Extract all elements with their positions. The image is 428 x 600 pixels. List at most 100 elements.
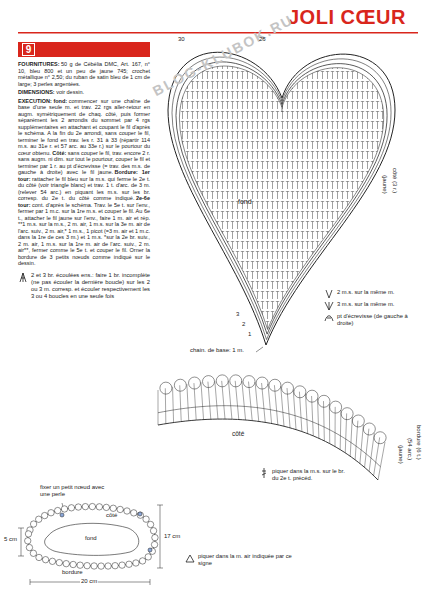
pattern-number-bar: [18, 42, 150, 57]
section-heading: fond:: [53, 98, 67, 104]
legend-symbol: [185, 553, 195, 564]
part-name: côté: [106, 512, 117, 519]
instruction-text: cont. d'après le schéma. Trav. le 5e t. …: [18, 202, 150, 267]
drawing-stroke: [269, 379, 281, 391]
drawing-stroke: [148, 548, 152, 552]
drawing-stroke: [61, 506, 67, 512]
legend-text: piquer dans la m.s. sur le br. du 2e t. …: [272, 468, 348, 482]
drawing-stroke: [282, 98, 283, 112]
legend-symbol: [324, 313, 334, 324]
drawing-stroke: [360, 425, 364, 464]
drawing-stroke: [350, 417, 352, 456]
part-name: fond: [238, 198, 252, 206]
border-chart: [158, 375, 386, 480]
legend-entry: 3 m.s. sur la même m.: [337, 301, 421, 308]
legend-entry: 2 et 3 br. écoulées ens.: faire 1 br. in…: [18, 272, 150, 300]
title-rule: [18, 32, 418, 34]
instruction-text: voir dessin.: [56, 89, 84, 95]
colour-note: (jaune): [397, 445, 404, 464]
instructions-paragraph: EXECUTION:fond:commencer sur une chaîne …: [18, 98, 150, 267]
dimension: 5 cm: [4, 536, 17, 543]
part-name: bordure (6 t.): [415, 425, 422, 460]
row-number: 3: [236, 311, 239, 318]
part-name: côté: [232, 430, 244, 438]
drawing-stroke: [26, 544, 32, 550]
drawing-stroke: [60, 513, 64, 517]
drawing-stroke: [341, 408, 353, 420]
page-title: JOLI CŒUR: [288, 6, 406, 29]
drawing-stroke: [41, 512, 47, 518]
drawing-stroke: [243, 376, 255, 388]
drawing-stroke: [158, 419, 378, 480]
drawing-stroke: [84, 562, 90, 568]
legend-symbol: [324, 289, 334, 300]
legend-entry: piquer dans la m. air indiquée par ce si…: [198, 553, 298, 567]
drawing-stroke: [25, 538, 31, 544]
drawing-stroke: [49, 558, 55, 564]
drawing-stroke: [374, 432, 386, 444]
drawing-stroke: [103, 504, 109, 510]
row-number: 1: [248, 331, 251, 338]
drawing-stroke: [117, 506, 123, 512]
drawing-stroke: [45, 523, 139, 555]
drawing-stroke: [143, 516, 149, 522]
drawing-stroke: [91, 563, 97, 569]
colour-note: (jaune): [381, 175, 388, 194]
drawing-stroke: [30, 550, 36, 556]
drawing-stroke: [174, 379, 186, 391]
drawing-stroke: [70, 561, 76, 567]
legend-entry: piquer dans la m.s. sur le br. du 2e t. …: [272, 468, 348, 482]
legend-text: 2 et 3 br. écoulées ens.: faire 1 br. in…: [31, 272, 150, 300]
legend-symbol: [259, 468, 269, 479]
drawing-stroke: [152, 534, 158, 540]
drawing-stroke: [18, 528, 24, 556]
note: chain. de base: 1 m.: [190, 347, 244, 354]
dimension: 17 cm: [164, 533, 180, 540]
drawing-stroke: [158, 406, 380, 467]
drawing-stroke: [30, 579, 150, 585]
drawing-stroke: [216, 375, 228, 387]
drawing-stroke: [172, 57, 391, 340]
stitch-symbol: [325, 316, 333, 321]
drawing-stroke: [30, 521, 36, 527]
drawing-stroke: [180, 385, 181, 421]
legend-text: 2 m.s. sur la même m.: [337, 289, 421, 296]
drawing-stroke: [112, 562, 118, 568]
stitch-symbol: [186, 555, 194, 562]
instruction-text: commencer sur une chaîne de base d'une s…: [18, 98, 150, 156]
drawing-stroke: [294, 386, 306, 398]
row-number: 30: [178, 36, 185, 43]
drawing-stroke: [82, 503, 88, 509]
drawing-stroke: [98, 563, 104, 569]
drawing-stroke: [330, 401, 342, 413]
instructions-column: FOURNITURES:50 g de Cébélia DMC, Art. 16…: [18, 61, 150, 300]
section-heading: Côté:: [52, 150, 66, 156]
legend-text: 3 m.s. sur la même m.: [337, 301, 421, 308]
drawing-stroke: [151, 541, 157, 547]
drawing-stroke: [318, 395, 330, 407]
instructions-paragraph: DIMENSIONS:voir dessin.: [18, 89, 150, 96]
drawing-stroke: [369, 433, 374, 472]
drawing-stroke: [25, 531, 31, 537]
stitch-symbol: [20, 273, 26, 282]
drawing-stroke: [147, 521, 153, 527]
legend-text: pt d'écrevisse (de gauche à droite): [337, 313, 421, 327]
heart-chart-outline: [168, 52, 395, 352]
drawing-stroke: [230, 375, 242, 387]
drawing-stroke: [131, 510, 137, 516]
part-name: côté (3 r.): [391, 168, 398, 193]
instruction-text: rattacher le fil bleu sur la m.s. qui fe…: [18, 176, 150, 202]
drawing-stroke: [202, 376, 214, 388]
drawing-stroke: [173, 387, 174, 423]
drawing-stroke: [96, 504, 102, 510]
drawing-stroke: [36, 554, 42, 560]
drawing-stroke: [110, 505, 116, 511]
drawing-stroke: [256, 377, 268, 389]
drawing-stroke: [137, 512, 143, 518]
pattern-number-box: 9: [22, 43, 35, 56]
drawing-stroke: [138, 512, 142, 516]
drawing-stroke: [340, 410, 342, 450]
stitch-symbol: [325, 302, 333, 310]
drawing-stroke: [77, 562, 83, 568]
drawing-stroke: [36, 516, 42, 522]
